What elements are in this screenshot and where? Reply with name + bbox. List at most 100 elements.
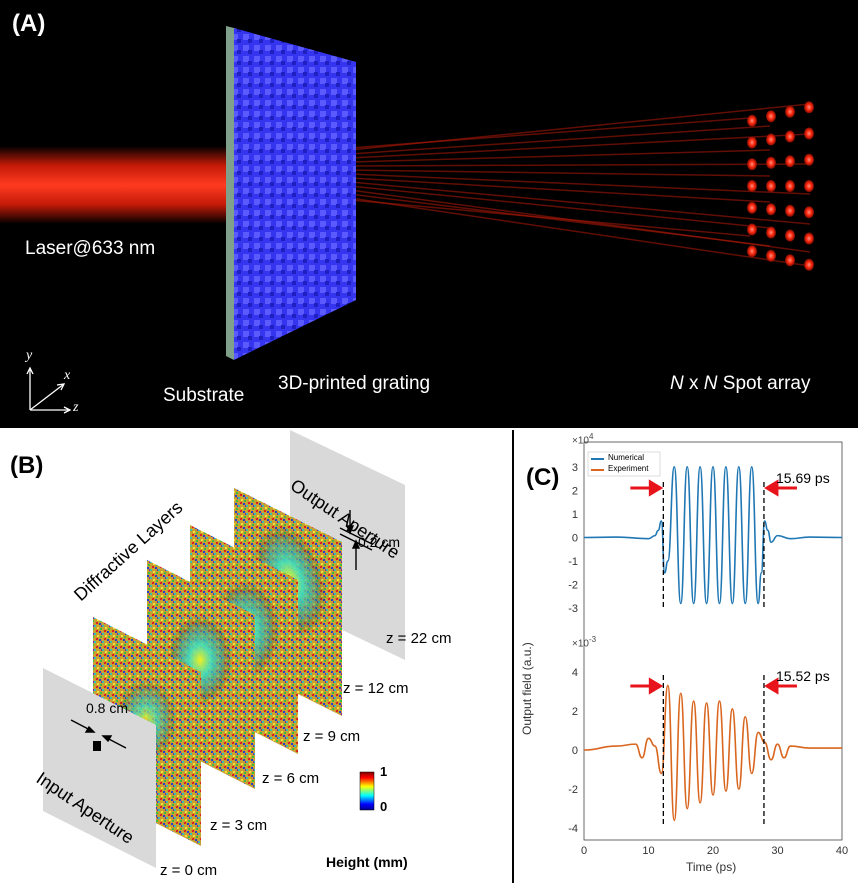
output-size-arrows <box>339 510 373 570</box>
spot-array-label: N x N Spot array <box>670 373 810 395</box>
colorbar <box>359 771 375 811</box>
spot <box>785 105 795 118</box>
x-axis-label: Time (ps) <box>686 860 737 874</box>
z-label-22: z = 22 cm <box>386 630 452 647</box>
panel-a: (A) Laser@633 nm Substrate 3D-printed gr… <box>0 0 858 428</box>
bottom-exponent: ×10-3 <box>572 635 596 649</box>
spot <box>766 203 776 216</box>
spot <box>804 153 814 166</box>
spot <box>804 127 814 140</box>
top-ytick: 3 <box>572 462 578 474</box>
colorbar-min: 0 <box>380 799 388 814</box>
bottom-ytick: 0 <box>572 745 578 757</box>
panel-b-label: (B) <box>10 452 44 479</box>
laser-label: Laser@633 nm <box>25 238 156 259</box>
top-exp-pow: 4 <box>588 432 594 441</box>
bottom-width-label: 15.52 ps <box>776 668 830 684</box>
y-axis-label: Output field (a.u.) <box>520 642 534 735</box>
spot <box>747 114 757 127</box>
spot <box>785 204 795 217</box>
spot <box>804 232 814 245</box>
spot <box>785 254 795 267</box>
input-size-arrows <box>70 719 127 749</box>
z-label-0: z = 0 cm <box>160 862 218 879</box>
spot <box>747 245 757 258</box>
xtick: 20 <box>707 845 719 857</box>
spot <box>766 180 776 192</box>
panel-b: (B) Output Aperture Diffractive Layers I… <box>0 430 513 883</box>
colorbar-title: Height (mm) <box>326 854 408 870</box>
spot <box>804 258 814 271</box>
laser-beam <box>0 146 232 224</box>
input-aperture-plane <box>43 668 156 868</box>
spot-x: x <box>683 373 704 394</box>
panel-a-illustration <box>0 26 814 414</box>
top-exp-base: ×10 <box>572 435 589 447</box>
spot <box>747 180 757 192</box>
spot <box>766 133 776 146</box>
top-width-label: 15.69 ps <box>776 470 830 486</box>
bottom-ytick: 2 <box>572 706 578 718</box>
spot <box>766 110 776 123</box>
dashed-markers <box>662 482 765 825</box>
spot <box>804 206 814 219</box>
spot <box>766 249 776 262</box>
top-ytick: 0 <box>572 533 578 545</box>
grating-label: 3D-printed grating <box>278 373 431 394</box>
spot <box>804 101 814 114</box>
panel-c-label: (C) <box>526 464 560 491</box>
axis-x-label: x <box>64 368 71 383</box>
spot <box>766 156 776 169</box>
spot-n1: N <box>670 373 684 394</box>
bottom-ytick: -4 <box>568 823 578 835</box>
legend-numerical: Numerical <box>608 453 645 462</box>
spot-n2: N <box>703 373 718 394</box>
axis-z-label: z <box>73 400 79 415</box>
spot <box>785 130 795 143</box>
top-ytick: -2 <box>568 580 578 592</box>
xtick: 30 <box>771 845 783 857</box>
top-ytick: 2 <box>572 485 578 497</box>
top-ytick: -3 <box>568 603 578 615</box>
z-label-9: z = 9 cm <box>303 728 361 745</box>
spot <box>747 201 757 214</box>
spot <box>785 155 795 168</box>
bottom-ytick: 4 <box>572 667 578 679</box>
spot-rest: Spot array <box>717 373 811 394</box>
legend-experiment: Experiment <box>608 464 649 473</box>
grating-plate <box>234 28 356 360</box>
xtick: 0 <box>581 845 587 857</box>
input-aperture-hole <box>93 741 101 751</box>
z-label-6: z = 6 cm <box>262 770 320 787</box>
experiment-line <box>583 684 842 822</box>
top-ytick: -1 <box>568 556 578 568</box>
bottom-exp-base: ×10 <box>572 638 589 650</box>
numerical-line <box>583 465 843 605</box>
spot <box>747 158 757 171</box>
spot <box>747 136 757 149</box>
xtick: 10 <box>642 845 654 857</box>
red-arrows <box>630 479 797 695</box>
top-exponent: ×104 <box>572 432 593 446</box>
panel-b-illustration <box>43 430 405 868</box>
substrate-label: Substrate <box>163 385 245 406</box>
axis-y-label: y <box>26 348 33 363</box>
input-size-label: 0.8 cm <box>86 700 129 716</box>
axis-icon <box>26 366 72 414</box>
top-ytick: 1 <box>572 509 578 521</box>
spot <box>785 229 795 242</box>
spot <box>785 180 795 192</box>
xtick: 40 <box>836 845 848 857</box>
legend-box <box>587 451 661 477</box>
output-size-label: 0.2 cm <box>358 534 401 550</box>
bottom-ytick: -2 <box>568 784 578 796</box>
bottom-exp-pow: -3 <box>588 635 597 644</box>
substrate-plate <box>226 26 234 360</box>
spot <box>804 180 814 192</box>
spot-array <box>747 101 814 271</box>
colorbar-max: 1 <box>380 764 388 779</box>
spot <box>747 223 757 236</box>
diffracted-beams <box>349 103 811 267</box>
